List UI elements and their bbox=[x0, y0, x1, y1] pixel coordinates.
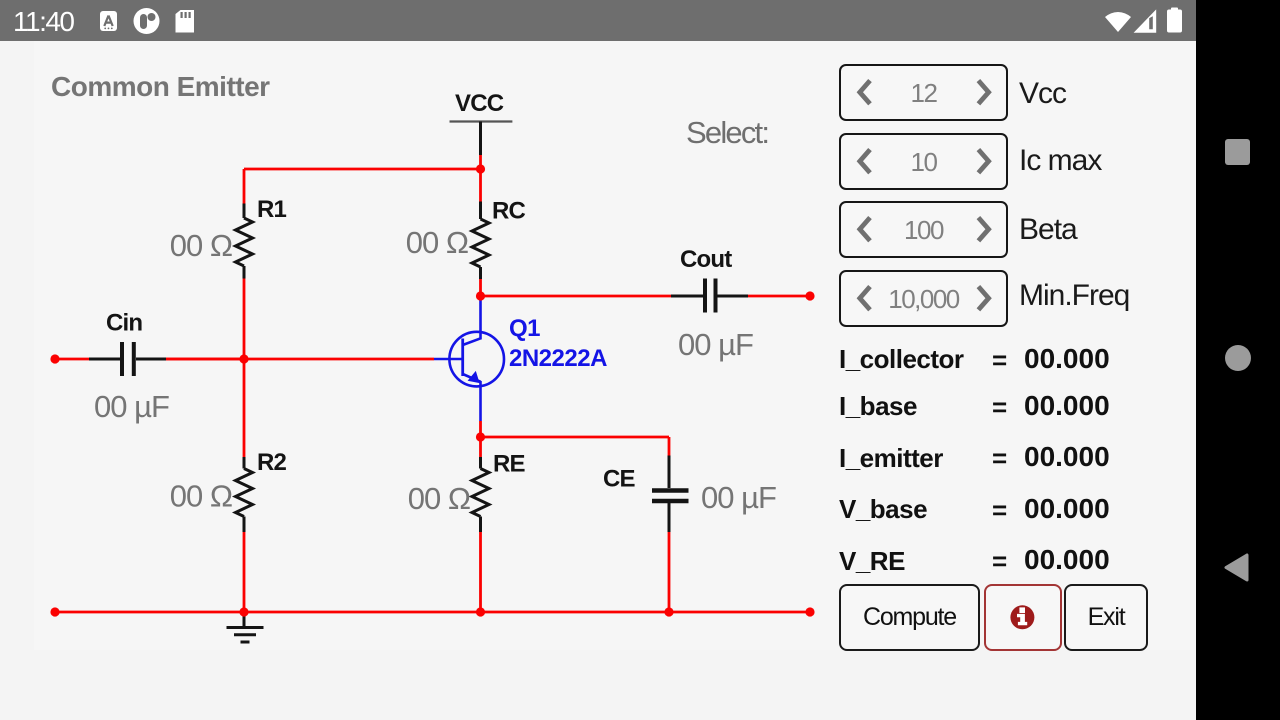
svg-text:VCC: VCC bbox=[455, 90, 504, 117]
svg-text:RE: RE bbox=[493, 451, 526, 478]
svg-text:R2: R2 bbox=[257, 449, 287, 476]
svg-text:CE: CE bbox=[603, 466, 636, 493]
svg-text:00 µF: 00 µF bbox=[701, 480, 776, 515]
svg-text:00 Ω: 00 Ω bbox=[408, 481, 470, 516]
svg-text:Cin: Cin bbox=[106, 310, 142, 337]
svg-text:Q1: Q1 bbox=[509, 315, 540, 342]
svg-text:Cout: Cout bbox=[680, 246, 732, 273]
svg-text:2N2222A: 2N2222A bbox=[509, 345, 607, 372]
svg-text:RC: RC bbox=[492, 198, 526, 225]
svg-text:00 Ω: 00 Ω bbox=[406, 225, 468, 260]
svg-text:00 µF: 00 µF bbox=[94, 389, 169, 424]
svg-text:00 µF: 00 µF bbox=[678, 327, 753, 362]
svg-text:00 Ω: 00 Ω bbox=[170, 479, 232, 514]
svg-text:R1: R1 bbox=[257, 196, 287, 223]
svg-text:00 Ω: 00 Ω bbox=[170, 228, 232, 263]
